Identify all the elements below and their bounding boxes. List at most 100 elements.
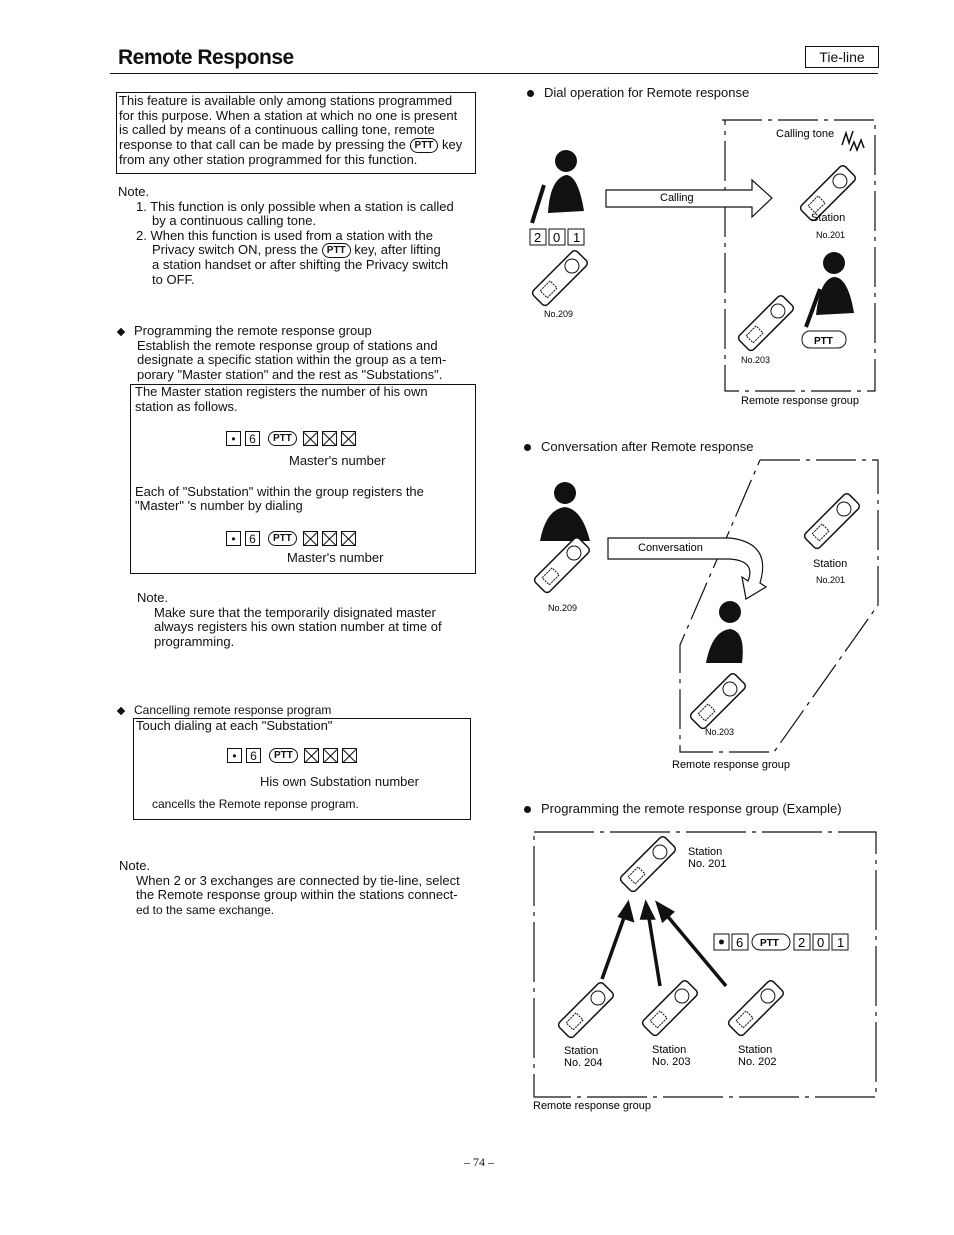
box-line: "Master" 's number by dialing [135, 498, 303, 514]
group-border [722, 119, 876, 392]
intro-box: This feature is available only among sta… [116, 92, 476, 174]
intro-line: is called by means of a continuous calli… [119, 122, 435, 138]
ptt-key-icon: PTT [268, 431, 297, 447]
dot-key-icon: • [226, 431, 241, 447]
note-line: ed to the same exchange. [136, 902, 275, 917]
calling-tone-label: Calling tone [776, 128, 834, 140]
programming-line: Establish the remote response group of s… [137, 337, 438, 353]
calling-label: Calling [660, 192, 694, 204]
note-item: a station handset or after shifting the … [152, 257, 449, 273]
handset-icon [531, 249, 589, 307]
ptt-key-icon: PTT [321, 243, 351, 259]
station-label: Station [813, 558, 847, 570]
master-dial-sequence: • 6 PTT [226, 431, 475, 447]
box-line: Each of "Substation" within the group re… [135, 483, 424, 499]
person-icon [804, 252, 854, 328]
note3: Note. When 2 or 3 exchanges are connecte… [119, 858, 471, 917]
digit-placeholder-icon [340, 431, 356, 447]
note-item: by a continuous calling tone. [152, 213, 317, 229]
digit-placeholder-icon [302, 530, 318, 546]
masters-number-label: Master's number [287, 549, 384, 565]
no201-label: No. 201 [688, 858, 727, 870]
cancelling-box: Touch dialing at each "Substation" • 6 P… [133, 718, 471, 820]
note-heading: Note. [118, 184, 150, 199]
ptt-key-icon: PTT [269, 747, 298, 763]
station-label: Station [738, 1044, 772, 1056]
svg-text:0: 0 [553, 230, 560, 245]
box-line: The Master station registers the number … [135, 384, 428, 399]
arrows-icon [600, 899, 728, 988]
handset-icon [803, 492, 861, 550]
cancelling-heading: Cancelling remote response program [116, 703, 331, 717]
person-icon [530, 150, 584, 224]
svg-text:0: 0 [817, 935, 824, 950]
dial-sequence: 6 PTT 2 0 1 [713, 933, 849, 951]
title-rule [110, 73, 878, 74]
note2: Note. Make sure that the temporarily dis… [137, 590, 469, 649]
station-label: Station [652, 1044, 686, 1056]
note-item: Privacy switch ON, press the PTT key, af… [152, 242, 441, 259]
group-label: Remote response group [741, 395, 859, 407]
ptt-key-icon: PTT [268, 530, 297, 546]
svg-text:1: 1 [837, 935, 844, 950]
substation-dial-sequence: • 6 PTT [226, 530, 475, 546]
diagram3-figure: Station No. 201 6 PTT 2 0 1 Station No. … [533, 831, 877, 1112]
page-title: Remote Response [118, 46, 294, 69]
box-line: Touch dialing at each "Substation" [136, 718, 333, 733]
masters-number-label: Master's number [289, 453, 386, 469]
six-key-icon: 6 [246, 747, 261, 763]
handset-icon [799, 164, 857, 222]
diagram2-heading: Conversation after Remote response [524, 439, 753, 455]
station-label: Station [688, 846, 722, 858]
digit-placeholder-icon [321, 530, 337, 546]
no203-label: No. 203 [652, 1056, 691, 1068]
programming-box: The Master station registers the number … [130, 384, 476, 574]
group-label: Remote response group [672, 759, 790, 771]
programming-section: Programming the remote response group Es… [116, 323, 470, 382]
svg-text:2: 2 [798, 935, 805, 950]
tie-line-tag: Tie-line [805, 46, 879, 68]
group-border [679, 459, 879, 753]
station-label: Station [811, 212, 845, 224]
diamond-bullet-icon [116, 706, 126, 716]
diagram2-figure: No.209 Conversation Station No.201 No.20… [533, 459, 879, 771]
box-line: station as follows. [135, 398, 238, 414]
group-border [533, 831, 877, 1098]
bullet-icon [527, 90, 534, 98]
bullet-icon [524, 806, 531, 814]
note-item: to OFF. [152, 272, 195, 288]
svg-text:PTT: PTT [814, 336, 833, 347]
note-line: programming. [154, 633, 235, 649]
conversation-label: Conversation [638, 542, 703, 554]
digit-keys: 2 0 1 [529, 228, 585, 246]
note-line: the Remote response group within the sta… [136, 887, 458, 903]
station-label: Station [564, 1045, 598, 1057]
ptt-key-icon: PTT [409, 137, 439, 153]
six-key-icon: 6 [245, 431, 260, 447]
ptt-key-icon [801, 330, 847, 349]
handset-icon [533, 536, 591, 594]
handset-icon [619, 835, 677, 893]
bullet-icon [524, 444, 531, 452]
note-line: always registers his own station number … [154, 619, 442, 635]
diagram1-figure: Calling tone Calling 2 0 1 No.209 Statio… [529, 119, 876, 407]
handset-icon [689, 672, 747, 730]
digit-placeholder-icon [341, 747, 357, 763]
svg-text:6: 6 [736, 935, 743, 950]
diagram3-heading: Programming the remote response group (E… [524, 801, 842, 817]
no201-label: No.201 [816, 575, 845, 585]
person-icon [706, 601, 743, 663]
diagram1-heading: Dial operation for Remote response [527, 85, 749, 101]
digit-placeholder-icon [322, 747, 338, 763]
handset-icon [557, 981, 615, 1039]
note-item: 2. When this function is used from a sta… [136, 227, 433, 243]
note-line: When 2 or 3 exchanges are connected by t… [136, 872, 460, 888]
handset-icon [737, 294, 795, 352]
intro-line: response to that call can be made by pre… [119, 136, 463, 153]
intro-line: from any other station programmed for th… [119, 151, 418, 167]
note-item: 1. This function is only possible when a… [136, 198, 454, 214]
note-heading: Note. [137, 590, 169, 605]
programming-heading: Programming the remote response group [116, 323, 470, 339]
intro-line: This feature is available only among sta… [119, 93, 453, 108]
no202-label: No. 202 [738, 1056, 777, 1068]
